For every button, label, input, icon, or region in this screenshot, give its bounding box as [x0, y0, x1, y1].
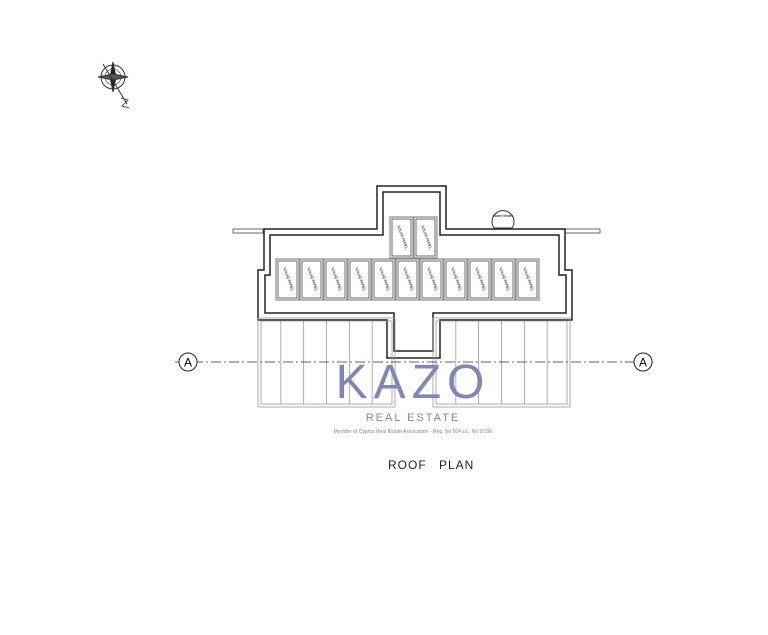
section-marker-label: A	[184, 356, 192, 370]
solar-panel: SOLAR PANEL	[419, 258, 444, 301]
solar-panel: SOLAR PANEL	[389, 216, 414, 259]
solar-panel: SOLAR PANEL	[395, 258, 420, 301]
water-heater-label: Water heater	[493, 214, 514, 218]
drawing-title: ROOF PLAN	[388, 458, 475, 472]
solar-panel: SOLAR PANEL	[371, 258, 396, 301]
section-marker-label: A	[639, 356, 647, 370]
north-arrow-icon	[97, 61, 130, 109]
solar-panel: SOLAR PANEL	[515, 258, 540, 301]
solar-panel: SOLAR PANEL	[323, 258, 348, 301]
footprint-block	[257, 317, 396, 408]
water-heater: Water heater	[491, 210, 515, 229]
section-marker-right: A	[633, 352, 653, 372]
roof-outline-outer	[257, 185, 573, 359]
footprint-block	[432, 317, 571, 408]
solar-panel: SOLAR PANEL	[347, 258, 372, 301]
solar-panel: SOLAR PANEL	[413, 216, 438, 259]
solar-panel: SOLAR PANEL	[443, 258, 468, 301]
watermark-member-text: Member of Cyprus Real Estate Association…	[334, 429, 494, 435]
solar-panel: SOLAR PANEL	[275, 258, 300, 301]
section-marker-left: A	[178, 352, 198, 372]
solar-panel: SOLAR PANEL	[467, 258, 492, 301]
watermark: KAZO REAL ESTATE Member of Cyprus Real E…	[334, 356, 494, 435]
watermark-subtitle: REAL ESTATE	[366, 412, 461, 424]
solar-panel: SOLAR PANEL	[491, 258, 516, 301]
watermark-brand: KAZO	[336, 356, 491, 409]
lower-floor-footprint	[257, 317, 571, 408]
solar-panel: SOLAR PANEL	[299, 258, 324, 301]
